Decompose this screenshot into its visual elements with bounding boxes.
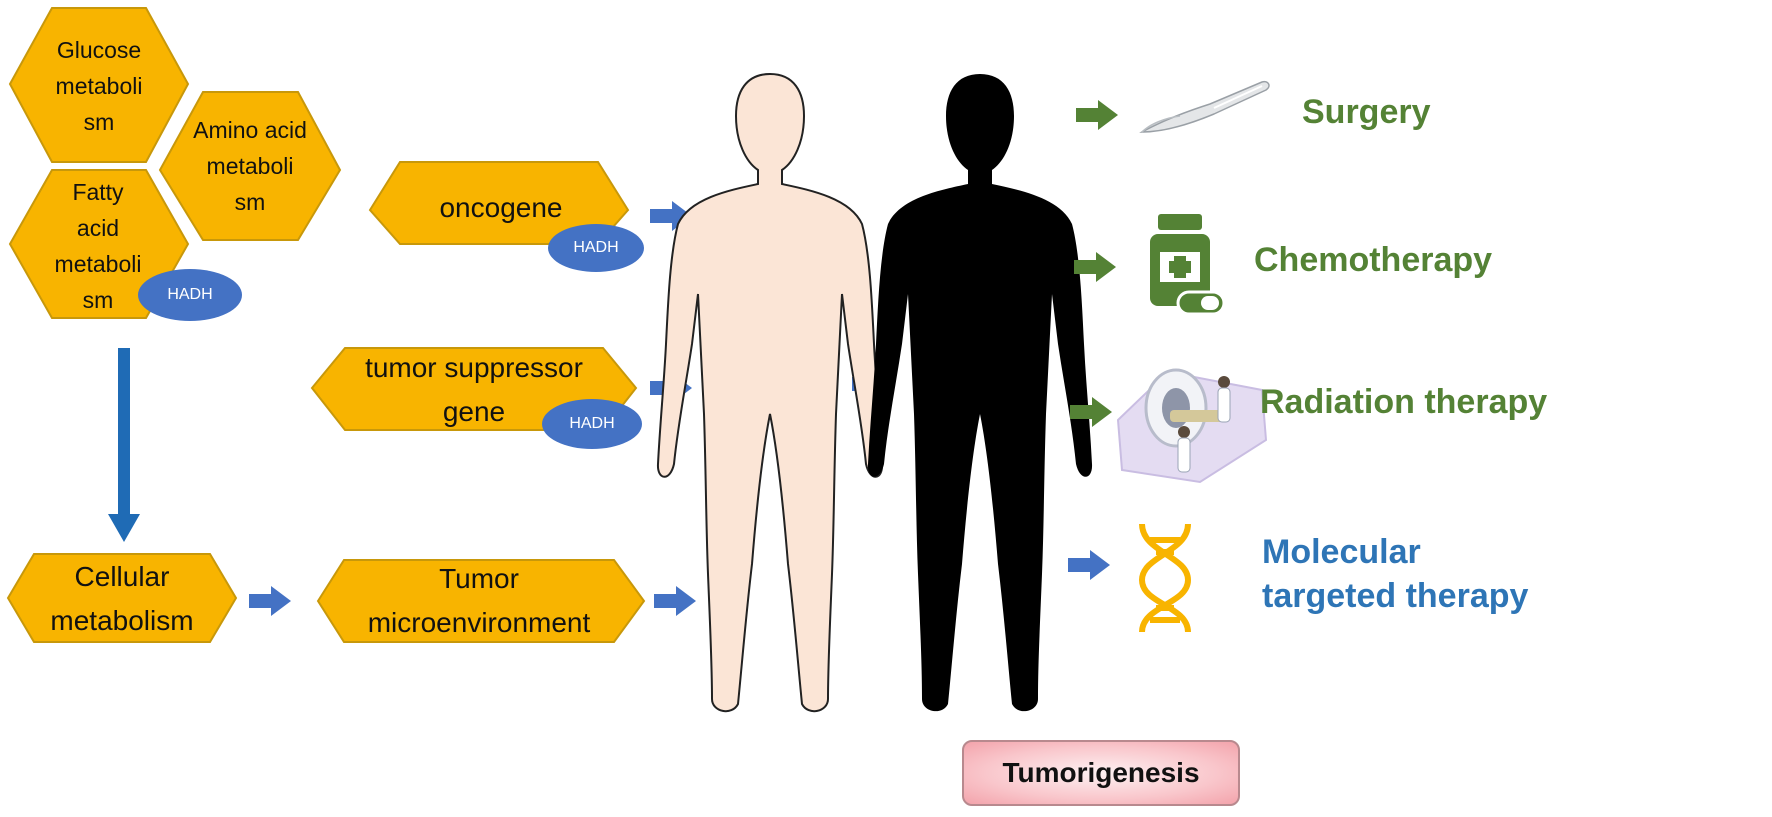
arrow-to-surgery: [1076, 100, 1118, 130]
arrow-to-molecular: [1068, 550, 1110, 580]
hadh-ellipse-suppressor: [542, 399, 642, 449]
tumor-suppressor-label: tumor suppressor gene: [365, 352, 583, 427]
healthy-body-figure: [656, 73, 884, 713]
tumorigenesis-box: Tumorigenesis: [962, 740, 1240, 806]
scalpel-icon: [1139, 80, 1270, 133]
cellular-metabolism-label: Cellular metabolism: [50, 561, 194, 636]
fatty-acid-metabolism-label: Fatty acid metaboli sm: [54, 179, 142, 313]
oncogene-label: oncogene: [439, 192, 563, 223]
hadh-ellipse-oncogene: [548, 224, 644, 272]
chemotherapy-label: Chemotherapy: [1254, 241, 1493, 279]
cellular-metabolism-box: [6, 553, 238, 643]
down-arrow: [108, 348, 140, 542]
radiation-therapy-label: Radiation therapy: [1260, 383, 1548, 421]
hadh-label-metabolism: HADH: [167, 286, 213, 303]
tumor-microenvironment-box: [316, 559, 646, 643]
glucose-metabolism-label: Glucose metaboli sm: [55, 37, 143, 135]
medicine-bottle-icon: [1150, 214, 1226, 316]
hadh-label-suppressor: HADH: [569, 415, 615, 432]
hadh-ellipse-metabolism: [138, 269, 242, 321]
amino-acid-hexagon: [158, 91, 342, 241]
molecular-targeted-therapy-label: Molecular targeted therapy: [1262, 533, 1529, 615]
hadh-label-oncogene: HADH: [573, 239, 619, 256]
amino-acid-metabolism-label: Amino acid metaboli sm: [193, 117, 307, 215]
arrow-microenvironment-to-body: [654, 586, 696, 616]
glucose-hexagon: [8, 7, 190, 163]
tumorigenesis-label: Tumorigenesis: [1002, 757, 1200, 788]
tumor-microenvironment-label: Tumor microenvironment: [367, 563, 591, 638]
surgery-label: Surgery: [1302, 93, 1431, 131]
ct-scanner-icon: [1116, 368, 1268, 484]
arrow-metabolism-to-microenvironment: [249, 586, 291, 616]
tumor-body-figure: [867, 74, 1093, 712]
dna-helix-icon: [1138, 523, 1192, 633]
oncogene-box: [368, 161, 630, 245]
fatty-acid-hexagon: [8, 169, 190, 319]
arrow-to-chemotherapy: [1074, 252, 1116, 282]
